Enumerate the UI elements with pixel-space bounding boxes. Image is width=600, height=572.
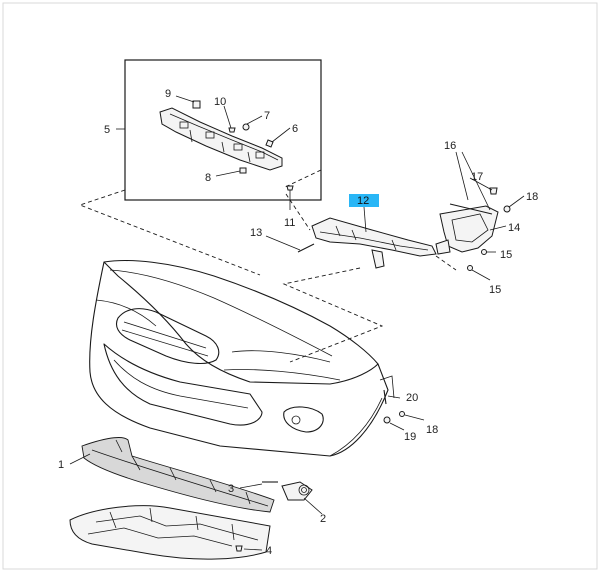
callout-20: 20	[406, 392, 418, 404]
callout-8: 8	[205, 172, 211, 184]
callout-15b: 15	[489, 284, 501, 296]
callout-7: 7	[264, 110, 270, 122]
detail-box-group	[116, 59, 322, 201]
dashed-guide-box	[78, 169, 322, 276]
leader-1	[69, 453, 91, 465]
clip-8-part	[239, 167, 247, 174]
callout-12-highlighted: 12	[357, 195, 369, 207]
nut-18-part	[399, 411, 405, 417]
nut-7-part	[242, 123, 250, 131]
clip-9-part	[192, 100, 201, 109]
callout-16: 16	[444, 140, 456, 152]
callout-10: 10	[214, 96, 226, 108]
callout-labels: 1 2 3 4 5 6 7 8 9 10 11 12 13 14 15 15 1…	[58, 88, 538, 557]
underbody-shield-part	[69, 505, 271, 560]
callout-6: 6	[292, 123, 298, 135]
clip-17-part	[489, 187, 498, 195]
callout-2: 2	[320, 513, 326, 525]
detail-box	[124, 59, 322, 201]
screw-11-part	[286, 185, 294, 191]
tow-bracket-part	[281, 481, 313, 501]
washer-18-part	[503, 205, 511, 213]
callout-18a: 18	[526, 191, 538, 203]
center-bracket-part	[311, 217, 437, 269]
callout-15a: 15	[500, 249, 512, 261]
clip-6-part	[265, 139, 274, 148]
fastener-20-part	[383, 389, 387, 405]
clip-4-part	[235, 545, 243, 552]
highlight-callout-box	[349, 194, 379, 207]
callout-14: 14	[508, 222, 520, 234]
callout-9: 9	[165, 88, 171, 100]
fastener-15b-part	[467, 265, 473, 271]
callout-4: 4	[266, 545, 272, 557]
screw-10-part	[228, 127, 236, 133]
side-rail-part	[449, 203, 493, 215]
callout-19: 19	[404, 431, 416, 443]
callout-18b: 18	[426, 424, 438, 436]
callout-1: 1	[58, 459, 64, 471]
fastener-15a-part	[481, 249, 487, 255]
bumper-fascia-part	[89, 260, 395, 457]
callout-11: 11	[284, 217, 295, 229]
callout-3: 3	[228, 483, 234, 495]
clip-19-part	[383, 416, 391, 424]
lower-reinforcement-part	[81, 437, 275, 513]
callout-13: 13	[250, 227, 262, 239]
side-bracket-part	[435, 205, 499, 255]
callout-5: 5	[104, 124, 110, 136]
dashed-guide-center	[282, 193, 457, 363]
callout-17: 17	[471, 171, 483, 183]
upper-bracket-part	[159, 107, 283, 171]
screw-13-part	[297, 243, 315, 253]
